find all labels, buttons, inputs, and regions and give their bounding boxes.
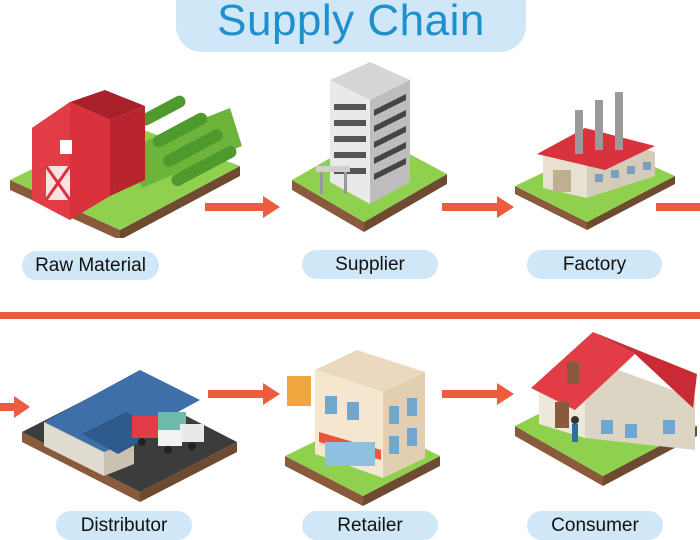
office-tower-icon <box>292 62 447 232</box>
diagram-title: Supply Chain <box>217 0 485 45</box>
barn-farm-icon <box>10 90 242 238</box>
retail-shop-icon <box>285 350 440 506</box>
stage-label-factory: Factory <box>527 250 662 279</box>
warehouse-trucks-icon <box>22 370 237 502</box>
stage-label-supplier: Supplier <box>302 250 438 279</box>
title-pill: Supply Chain <box>176 0 526 52</box>
house-icon <box>515 332 697 486</box>
flow-arrow <box>0 396 30 418</box>
stage-label-consumer: Consumer <box>527 511 663 540</box>
flow-arrow <box>442 383 514 405</box>
flow-arrow <box>208 383 280 405</box>
factory-icon <box>515 92 675 230</box>
stage-label-raw-material: Raw Material <box>22 251 159 280</box>
flow-arrow <box>656 203 700 211</box>
row-divider <box>0 312 700 319</box>
stage-label-retailer: Retailer <box>302 511 438 540</box>
flow-arrow <box>442 196 514 218</box>
stage-label-distributor: Distributor <box>56 511 192 540</box>
flow-arrow <box>205 196 280 218</box>
